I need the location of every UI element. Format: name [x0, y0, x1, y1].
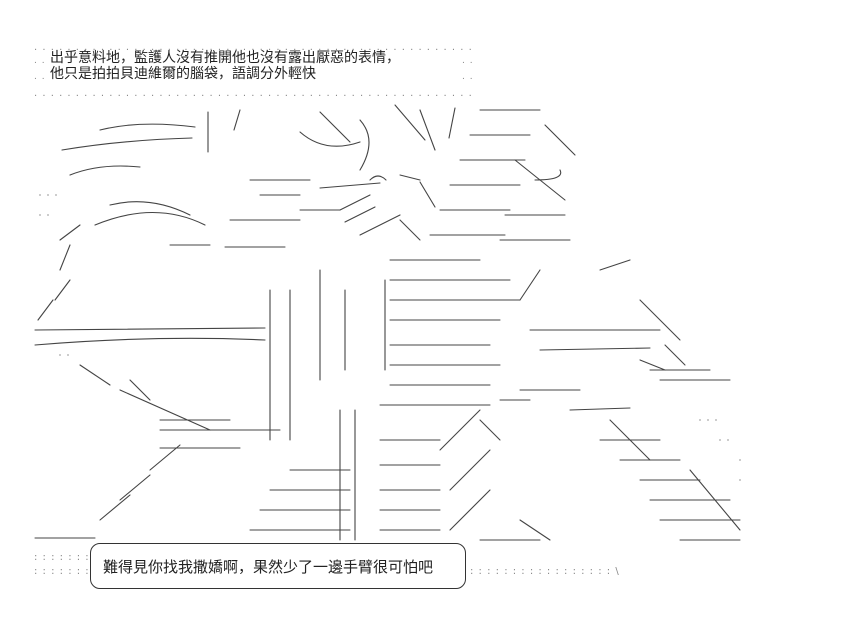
dot-border-bottom: . . . . . . . . . . . . . . . . . . . . … [34, 88, 472, 96]
dot-border-left-2: : : : : : : : [34, 566, 90, 577]
dot-border-right: : : : : : : : : : : : : : : : : : \ [470, 566, 620, 577]
dot-border-left: : : : : : : : [34, 552, 90, 563]
narration-line-2: 他只是拍拍貝迪維爾的腦袋，語調分外輕快 [34, 66, 474, 85]
speech-bubble: 難得見你找我撒嬌啊，果然少了一邊手臂很可怕吧 [90, 543, 466, 589]
narration-box: . . . . . . . . . . . . . . . . . . . . … [34, 40, 474, 104]
speech-text: 難得見你找我撒嬌啊，果然少了一邊手臂很可怕吧 [103, 558, 434, 576]
narration-line-1: 出乎意料地，監護人沒有推開他也沒有露出厭惡的表情， [34, 50, 474, 69]
dot-border-top: . . . . . . . . . . . . . . . . . . . . … [34, 42, 472, 50]
